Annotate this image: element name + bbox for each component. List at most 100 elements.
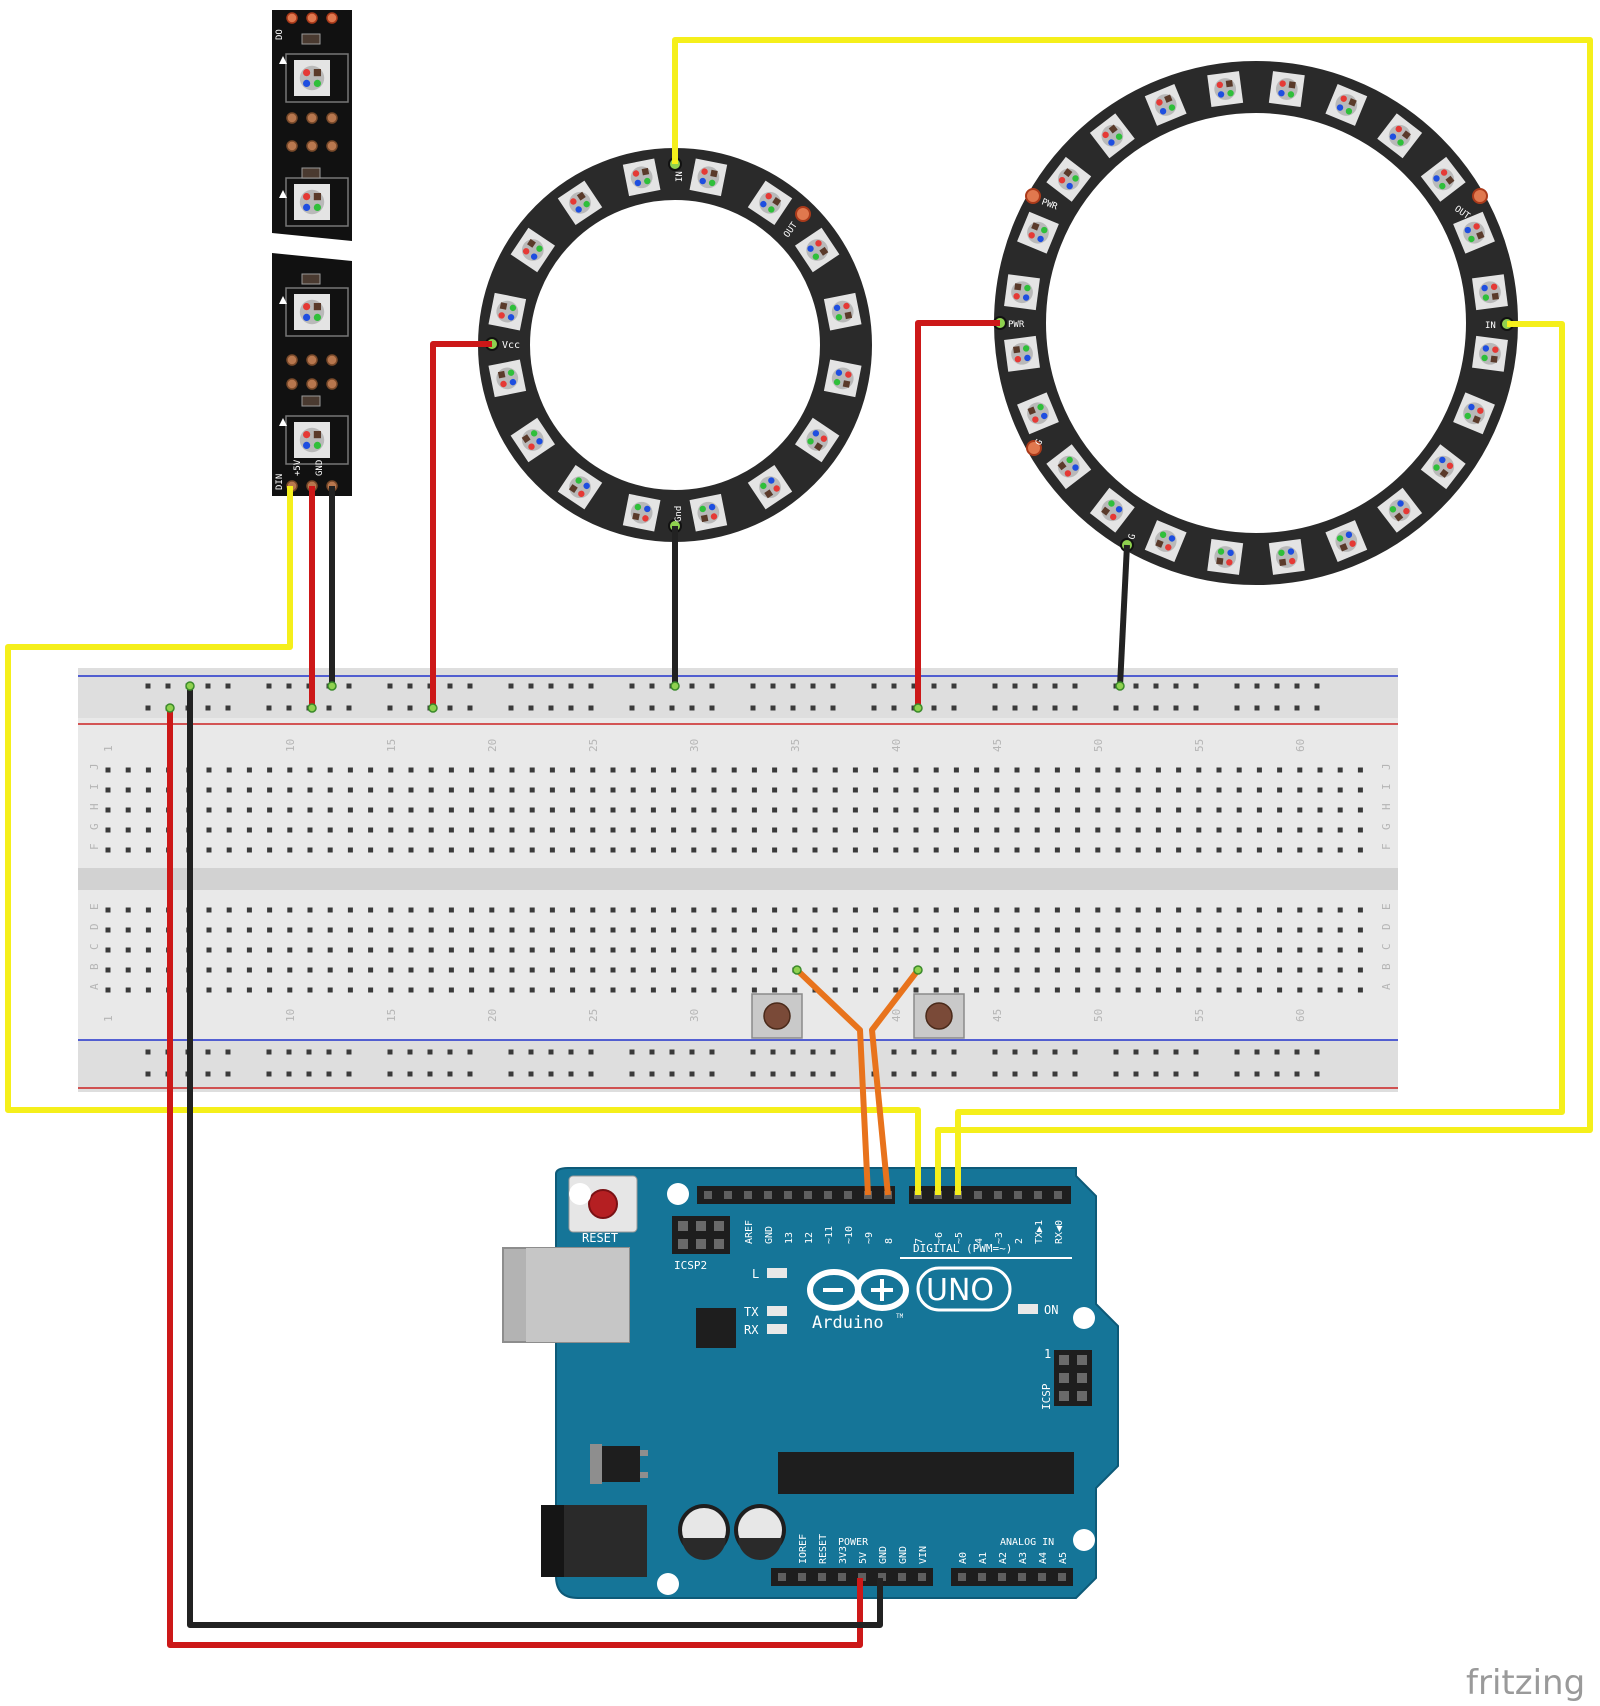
icsp2-header <box>672 1216 730 1254</box>
wires <box>5 37 1593 1648</box>
ring24-g2-label: G <box>1034 438 1045 448</box>
power-pin-label: GND <box>898 1546 909 1564</box>
column-number-bottom: 55 <box>1193 1009 1206 1022</box>
power-pin-label: GND <box>878 1546 889 1564</box>
mounting-hole-bottom-right <box>1073 1529 1095 1551</box>
breadboard-holes <box>105 683 1363 1077</box>
fritzing-watermark: fritzing <box>1466 1663 1585 1703</box>
column-number-top: 15 <box>385 739 398 752</box>
mounting-hole-right <box>1073 1307 1095 1329</box>
breadboard-center-channel <box>78 868 1398 890</box>
ring24-led <box>1046 444 1092 490</box>
analog-pin-label: A2 <box>998 1552 1009 1564</box>
ring16-body <box>478 148 872 542</box>
row-letter-right: C <box>1380 943 1393 950</box>
wire-ring16-din <box>672 37 1593 1195</box>
ring16-led <box>794 417 840 463</box>
strip-din-label: DIN <box>275 474 285 490</box>
ring24-led <box>1004 335 1040 372</box>
analog-pin-label: A3 <box>1018 1552 1029 1564</box>
ring24-led <box>1046 156 1092 202</box>
analog-header <box>951 1568 1073 1586</box>
ring16-gnd-label: Gnd <box>674 506 684 522</box>
usb-connector-face <box>526 1248 629 1342</box>
digital-pin-label: AREF <box>744 1220 755 1244</box>
row-letter-right: B <box>1380 963 1393 970</box>
digital-pin-label: 7 <box>914 1238 925 1244</box>
tx-label: TX <box>744 1305 759 1319</box>
ring16-led <box>689 493 728 532</box>
ring24-led <box>1144 520 1187 562</box>
ring24-led <box>1004 274 1040 311</box>
row-letter-left: C <box>88 943 101 950</box>
push-button-left[interactable] <box>751 993 803 1039</box>
row-letter-right: E <box>1380 903 1393 910</box>
strip-arrow-icon <box>279 190 287 198</box>
digital-pin-label: ~6 <box>934 1232 945 1244</box>
strip-led <box>294 294 330 330</box>
icsp-header <box>1054 1350 1092 1406</box>
power-pin-label: 3V3 <box>838 1546 849 1564</box>
ring24-led <box>1420 444 1466 490</box>
row-letter-left: F <box>88 843 101 850</box>
reset-button[interactable] <box>588 1189 618 1219</box>
column-number-top: 35 <box>789 739 802 752</box>
column-number-top: 1 <box>102 745 115 752</box>
row-letter-right: F <box>1380 843 1393 850</box>
tx-led <box>767 1306 787 1316</box>
push-button-right[interactable] <box>913 993 965 1039</box>
strip-leds <box>279 33 349 465</box>
uno-label: UNO <box>926 1273 994 1308</box>
ring16-led <box>557 464 603 510</box>
column-number-bottom: 15 <box>385 1009 398 1022</box>
column-number-bottom: 50 <box>1092 1009 1105 1022</box>
ring24-led <box>1472 335 1508 372</box>
column-number-bottom: 20 <box>486 1009 499 1022</box>
ring24-led <box>1207 539 1244 575</box>
wire-strip-din <box>5 486 921 1195</box>
neopixel-ring-24: IN PWR PWR G G OUT <box>993 61 1518 585</box>
digital-header-right <box>909 1186 1071 1204</box>
digital-pin-label: 4 <box>974 1238 985 1244</box>
ring24-led <box>1089 113 1135 159</box>
digital-pin-label: 12 <box>804 1232 815 1244</box>
l-label: L <box>752 1267 759 1281</box>
column-number-top: 55 <box>1193 739 1206 752</box>
ring24-led <box>1453 211 1495 254</box>
analog-pin-label: A5 <box>1058 1552 1069 1564</box>
ring16-led <box>794 227 840 273</box>
analog-pin-label: A4 <box>1038 1552 1049 1564</box>
row-letter-left: E <box>88 903 101 910</box>
column-number-bottom: 1 <box>102 1015 115 1022</box>
ring16-led <box>747 180 793 226</box>
mounting-hole-top-left <box>569 1183 591 1205</box>
ring24-g2-pad <box>1026 440 1042 456</box>
wire-ring24-pwr <box>915 320 1000 708</box>
strip-gnd-label: GND <box>315 460 325 476</box>
uno-badge <box>916 1266 1012 1312</box>
ring24-led <box>1268 71 1305 107</box>
column-number-bottom: 45 <box>991 1009 1004 1022</box>
row-letter-left: B <box>88 963 101 970</box>
rx-label: RX <box>744 1323 759 1337</box>
strip-led <box>294 60 330 96</box>
wire-ring24-din <box>955 321 1565 1195</box>
led-strip-break <box>262 232 362 262</box>
mounting-hole-top-2 <box>667 1183 689 1205</box>
digital-pin-label: RX◀0 <box>1054 1220 1065 1244</box>
ring16-led <box>622 158 661 197</box>
strip-do-label: DO <box>275 29 285 40</box>
digital-pin-label: 8 <box>884 1238 895 1244</box>
wire-button-left <box>794 967 871 1196</box>
digital-pin-label: ~9 <box>864 1232 875 1244</box>
strip-led <box>294 422 330 458</box>
power-pin-label: RESET <box>818 1534 829 1564</box>
mounting-hole-bottom-left <box>657 1573 679 1595</box>
digital-pin-label: ~10 <box>844 1226 855 1244</box>
power-label: POWER <box>838 1537 869 1548</box>
ring24-led <box>1325 520 1368 562</box>
ring24-body <box>994 61 1518 585</box>
ring16-out-pad <box>795 206 811 222</box>
